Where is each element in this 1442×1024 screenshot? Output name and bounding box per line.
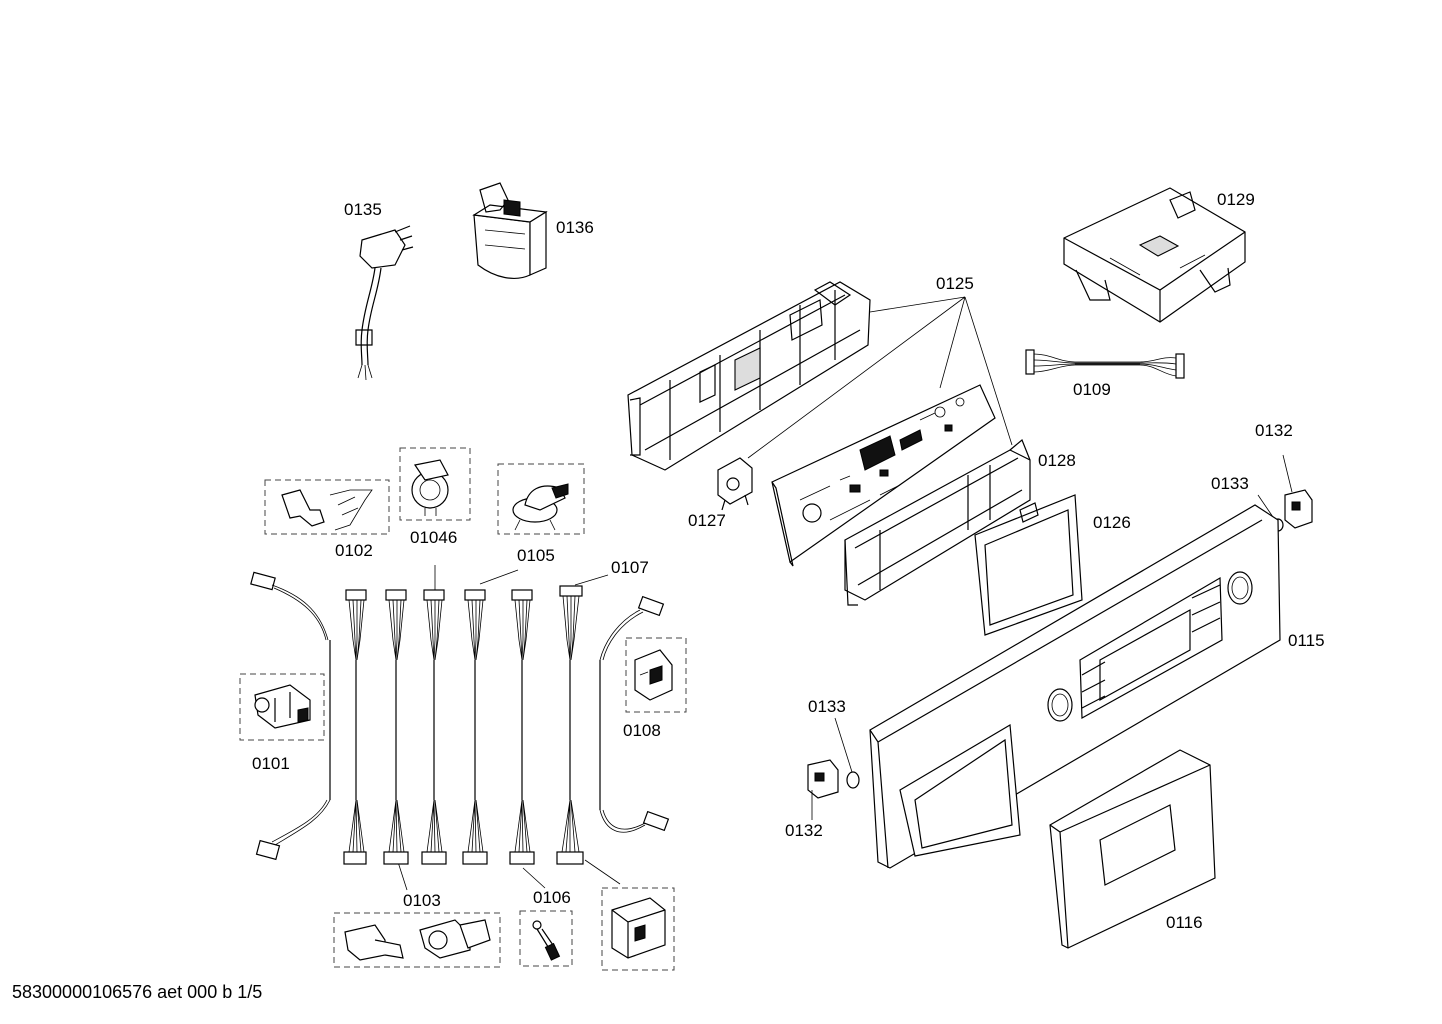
wire-harnesses [250, 571, 670, 865]
label-0101: 0101 [252, 754, 290, 773]
label-0125: 0125 [936, 274, 974, 293]
button-carrier-part [844, 439, 1031, 606]
capacitor-part [472, 182, 548, 279]
socket-part [634, 649, 673, 701]
label-0116: 0116 [1166, 913, 1203, 932]
label-0103: 0103 [403, 891, 441, 910]
side-harness-right [599, 595, 670, 833]
ribbon-cable-part [1025, 349, 1185, 379]
label-0115: 0115 [1288, 631, 1325, 650]
sensor-part [281, 489, 373, 531]
dashed-part-boxes [239, 447, 687, 971]
pressure-switch-part [411, 459, 449, 516]
label-0106: 0106 [533, 888, 571, 907]
circuit-board-part [771, 384, 996, 567]
label-0102: 0102 [335, 541, 373, 560]
label-0107: 0107 [611, 558, 649, 577]
label-0135: 0135 [344, 200, 382, 219]
switch-part [717, 457, 753, 511]
clip-lower-part [807, 717, 860, 820]
label-0132-upper: 0132 [1255, 421, 1293, 440]
drawer-front-part [1049, 749, 1216, 949]
power-plug-part [355, 225, 414, 381]
label-0105: 0105 [517, 546, 555, 565]
valves-lower-part [344, 919, 491, 961]
label-0126: 0126 [1093, 513, 1131, 532]
fascia-panel-part [869, 504, 1281, 869]
ntc-sensor-part [532, 920, 561, 961]
connector-box-part [611, 897, 666, 959]
control-housing-cover-part [1063, 187, 1246, 323]
label-0136: 0136 [556, 218, 594, 237]
document-footer-id: 58300000106576 aet 000 b 1/5 [12, 982, 263, 1002]
label-01046: 01046 [410, 528, 458, 547]
control-panel-frame-part [627, 281, 871, 471]
label-0132-lower: 0132 [785, 821, 823, 840]
label-0128: 0128 [1038, 451, 1076, 470]
label-0109: 0109 [1073, 380, 1111, 399]
label-0133-lower: 0133 [808, 697, 846, 716]
solenoid-part [254, 684, 311, 729]
leader-lines-0125 [747, 296, 1013, 459]
label-0108: 0108 [623, 721, 661, 740]
side-harness-left [250, 571, 331, 861]
label-0133-upper: 0133 [1211, 474, 1249, 493]
valve-part [512, 483, 569, 531]
harness-leader-lines [397, 565, 621, 891]
label-0127: 0127 [688, 511, 726, 530]
label-0129: 0129 [1217, 190, 1255, 209]
display-window-part [974, 494, 1083, 636]
